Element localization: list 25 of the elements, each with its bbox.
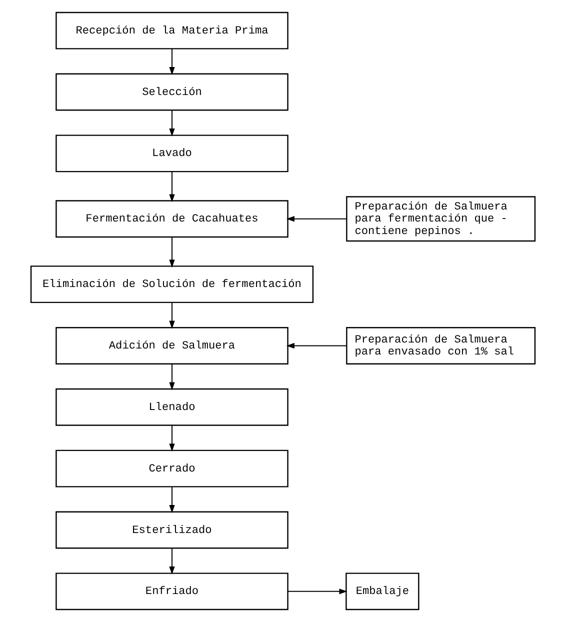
node-box: Embalaje [345, 572, 419, 610]
node-box: Selección [55, 73, 288, 111]
arrow [286, 342, 346, 349]
node-box: Adición de Salmuera [55, 327, 288, 364]
node-box: Esterilizado [55, 511, 288, 549]
arrow [168, 49, 174, 76]
node-box: Preparación de Salmuera para envasado con 1% sal [346, 327, 536, 364]
arrow [168, 426, 174, 452]
arrow [168, 548, 174, 575]
arrow [286, 216, 346, 222]
arrow [168, 110, 174, 137]
node-box: Lavado [55, 134, 288, 172]
node-box: Cerrado [55, 450, 288, 488]
arrow [168, 302, 174, 329]
arrow [168, 364, 174, 390]
node-box: Eliminación de Solución de fermentación [30, 266, 314, 304]
node-box: Enfriado [55, 572, 288, 610]
arrow [168, 237, 174, 268]
node-box: Recepción de la Materia Prima [55, 12, 288, 50]
arrow [168, 487, 174, 514]
node-box: Preparación de Salmuera para fermentación que - contiene pepinos . [346, 196, 536, 242]
arrow [287, 588, 347, 594]
node-box: Fermentación de Cacahuates [55, 200, 288, 238]
arrow [168, 172, 174, 202]
node-box: Llenado [55, 388, 288, 426]
